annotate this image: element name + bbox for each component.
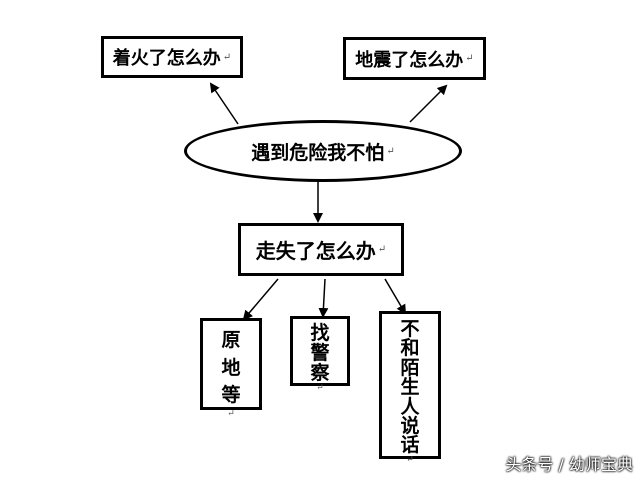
wait-return-mark: ↵	[227, 408, 235, 419]
wait-label: 原地等	[221, 329, 241, 407]
arrow-to-wait	[242, 278, 279, 321]
police-node: 找警察 ↵	[290, 316, 350, 392]
stranger-return-mark: ↵	[406, 454, 414, 465]
stranger-label: 不和陌生人说话	[400, 318, 420, 457]
lost-label: 走失了怎么办	[255, 239, 376, 263]
police-return-mark: ↵	[316, 382, 324, 393]
arrow-to-earthquake	[409, 84, 448, 123]
stranger-node: 不和陌生人说话 ↵	[379, 311, 441, 464]
fire-node: 着火了怎么办↵	[101, 36, 243, 78]
center-ellipse-node: 遇到危险我不怕↵	[184, 120, 462, 182]
arrow-to-police	[318, 278, 329, 318]
center-label: 遇到危险我不怕	[251, 141, 385, 164]
lost-return-mark: ↵	[377, 244, 387, 255]
earthquake-return-mark: ↵	[465, 53, 474, 64]
arrow-to-stranger	[384, 278, 407, 315]
lost-node: 走失了怎么办↵	[238, 223, 404, 276]
earthquake-label: 地震了怎么办	[355, 49, 464, 71]
earthquake-node: 地震了怎么办↵	[343, 37, 486, 80]
wait-node: 原地等 ↵	[200, 318, 262, 418]
arrow-to-fire	[209, 82, 239, 125]
police-label: 找警察	[310, 322, 330, 384]
center-return-mark: ↵	[386, 145, 395, 157]
fire-label: 着火了怎么办	[112, 48, 221, 69]
fire-return-mark: ↵	[222, 51, 232, 63]
watermark: 头条号 / 幼师宝典	[505, 455, 633, 474]
